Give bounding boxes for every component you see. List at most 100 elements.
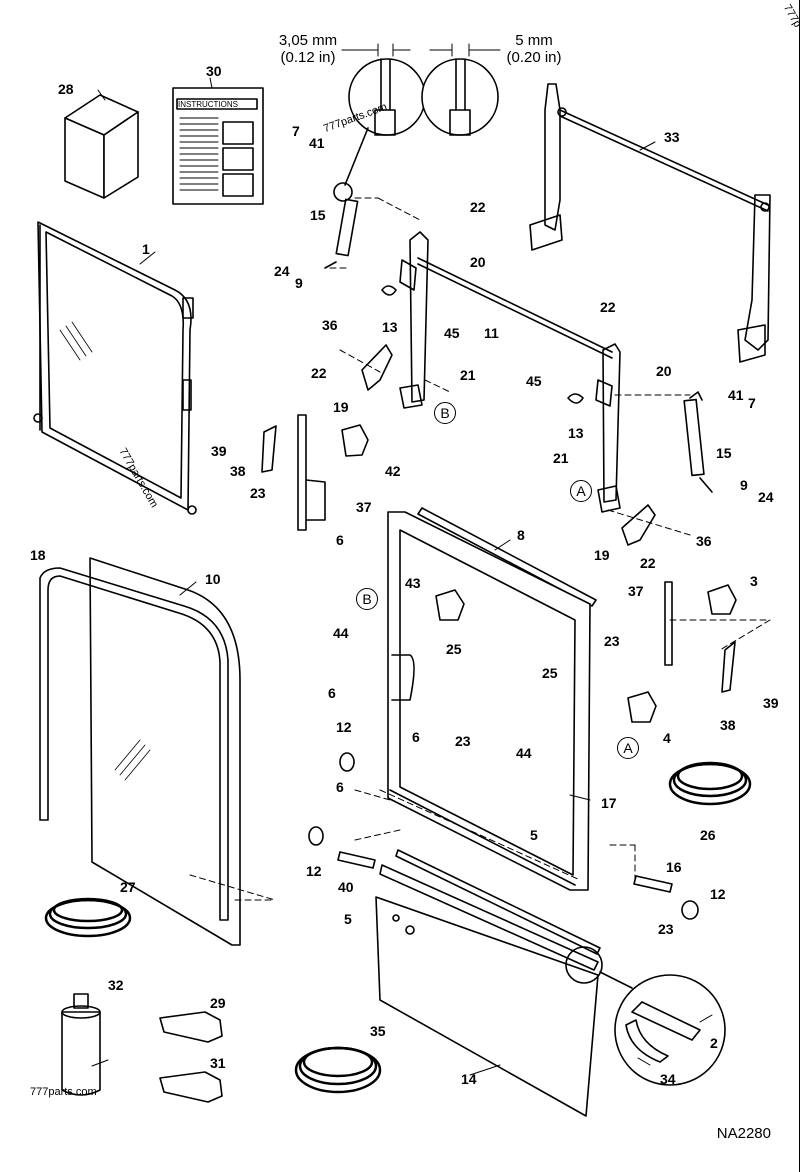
part-label-14: 14 [461, 1071, 477, 1087]
part-label-30: 30 [206, 63, 222, 79]
glass-part-10 [89, 557, 241, 946]
part-label-22: 22 [470, 199, 486, 215]
strip-part-8 [417, 507, 597, 607]
part-label-39: 39 [211, 443, 227, 459]
door-top-frame-part-11 [399, 231, 621, 513]
lower-strip [379, 864, 599, 971]
detail-circles [333, 43, 501, 202]
part-label-9: 9 [740, 477, 748, 493]
glass-hole [405, 925, 415, 935]
part-label-45: 45 [526, 373, 542, 389]
dimension-left: 3,05 mm (0.12 in) [268, 32, 348, 66]
assembly-lines [189, 197, 771, 901]
part-label-23: 23 [455, 733, 471, 749]
gas-spring-right-part-15 [683, 391, 713, 493]
part-label-44: 44 [516, 745, 532, 761]
part-label-38: 38 [230, 463, 246, 479]
part-label-19: 19 [594, 547, 610, 563]
part-label-6: 6 [328, 685, 336, 701]
part-label-9: 9 [295, 275, 303, 291]
part-label-23: 23 [604, 633, 620, 649]
part-label-25: 25 [446, 641, 462, 657]
hose-coil-part-35 [294, 1046, 382, 1094]
part-label-22: 22 [311, 365, 327, 381]
tube-part-31 [159, 1071, 223, 1103]
latch-part-43 [435, 589, 465, 621]
rear-frame-part-33 [529, 83, 771, 363]
part-label-26: 26 [700, 827, 716, 843]
part-label-21: 21 [553, 450, 569, 466]
part-label-20: 20 [656, 363, 672, 379]
part-label-37: 37 [628, 583, 644, 599]
part-label-2: 2 [710, 1035, 718, 1051]
part-label-3: 3 [750, 573, 758, 589]
door-frame-part-17 [387, 511, 591, 891]
part-label-18: 18 [30, 547, 46, 563]
tube-part-29 [159, 1011, 223, 1043]
bracket-part-19-right [621, 504, 656, 546]
detail-leader [599, 971, 633, 989]
part-label-12: 12 [710, 886, 726, 902]
hose-coil-part-27 [44, 897, 132, 938]
detail-circle-small [565, 946, 603, 984]
part-label-28: 28 [58, 81, 74, 97]
seal-part-18 [39, 567, 229, 921]
dimension-left-metric: 3,05 mm [278, 32, 338, 49]
part-label-32: 32 [108, 977, 124, 993]
part-label-7: 7 [748, 395, 756, 411]
part-label-44: 44 [333, 625, 349, 641]
part-label-24: 24 [274, 263, 290, 279]
lower-strip-inner [395, 849, 601, 955]
dimension-right-imperial: (0.20 in) [506, 49, 562, 66]
part-label-13: 13 [382, 319, 398, 335]
part-label-33: 33 [664, 129, 680, 145]
part-label-5: 5 [530, 827, 538, 843]
part-label-16: 16 [666, 859, 682, 875]
knob-part-13-right [567, 393, 584, 404]
bumper-part-12-bottom [308, 826, 324, 846]
part-label-13: 13 [568, 425, 584, 441]
part-label-1: 1 [142, 241, 150, 257]
box-part-28 [64, 94, 139, 199]
part-label-11: 11 [484, 325, 499, 341]
latch-assembly-left [261, 414, 369, 531]
part-label-38: 38 [720, 717, 736, 733]
part-label-21: 21 [460, 367, 476, 383]
bumper-part-12-top [339, 752, 355, 772]
part-label-4: 4 [663, 730, 671, 746]
part-label-43: 43 [405, 575, 421, 591]
part-label-6: 6 [412, 729, 420, 745]
part-label-5: 5 [344, 911, 352, 927]
part-label-12: 12 [336, 719, 352, 735]
gas-spring-left-part-15 [324, 198, 359, 269]
part-label-45: 45 [444, 325, 460, 341]
glass-part-14 [375, 896, 599, 1117]
part-label-39: 39 [763, 695, 779, 711]
leader-lines [91, 77, 713, 1076]
ref-marker-a: A [617, 737, 639, 759]
part-label-36: 36 [696, 533, 712, 549]
part-label-40: 40 [338, 879, 354, 895]
hose-coil-part-26 [668, 761, 752, 806]
ref-marker-b: B [356, 588, 378, 610]
part-label-41: 41 [309, 135, 325, 151]
part-label-17: 17 [601, 795, 617, 811]
part-label-22: 22 [600, 299, 616, 315]
part-label-20: 20 [470, 254, 486, 270]
part-label-29: 29 [210, 995, 226, 1011]
part-label-6: 6 [336, 779, 344, 795]
part-label-12: 12 [306, 863, 322, 879]
glass-hole [392, 914, 400, 922]
plate-part-16 [633, 875, 673, 893]
spray-can-part-32 [61, 993, 101, 1096]
part-label-6: 6 [336, 532, 344, 548]
instructions-sheet-part-30 [172, 87, 264, 205]
part-label-27: 27 [120, 879, 136, 895]
part-label-31: 31 [210, 1055, 226, 1071]
seal-detail-part-34 [625, 1019, 669, 1063]
knob-part-13-left [381, 285, 397, 296]
diagram-code: NA2280 [716, 1125, 771, 1142]
latch-part-4 [627, 691, 657, 723]
part-label-37: 37 [356, 499, 372, 515]
